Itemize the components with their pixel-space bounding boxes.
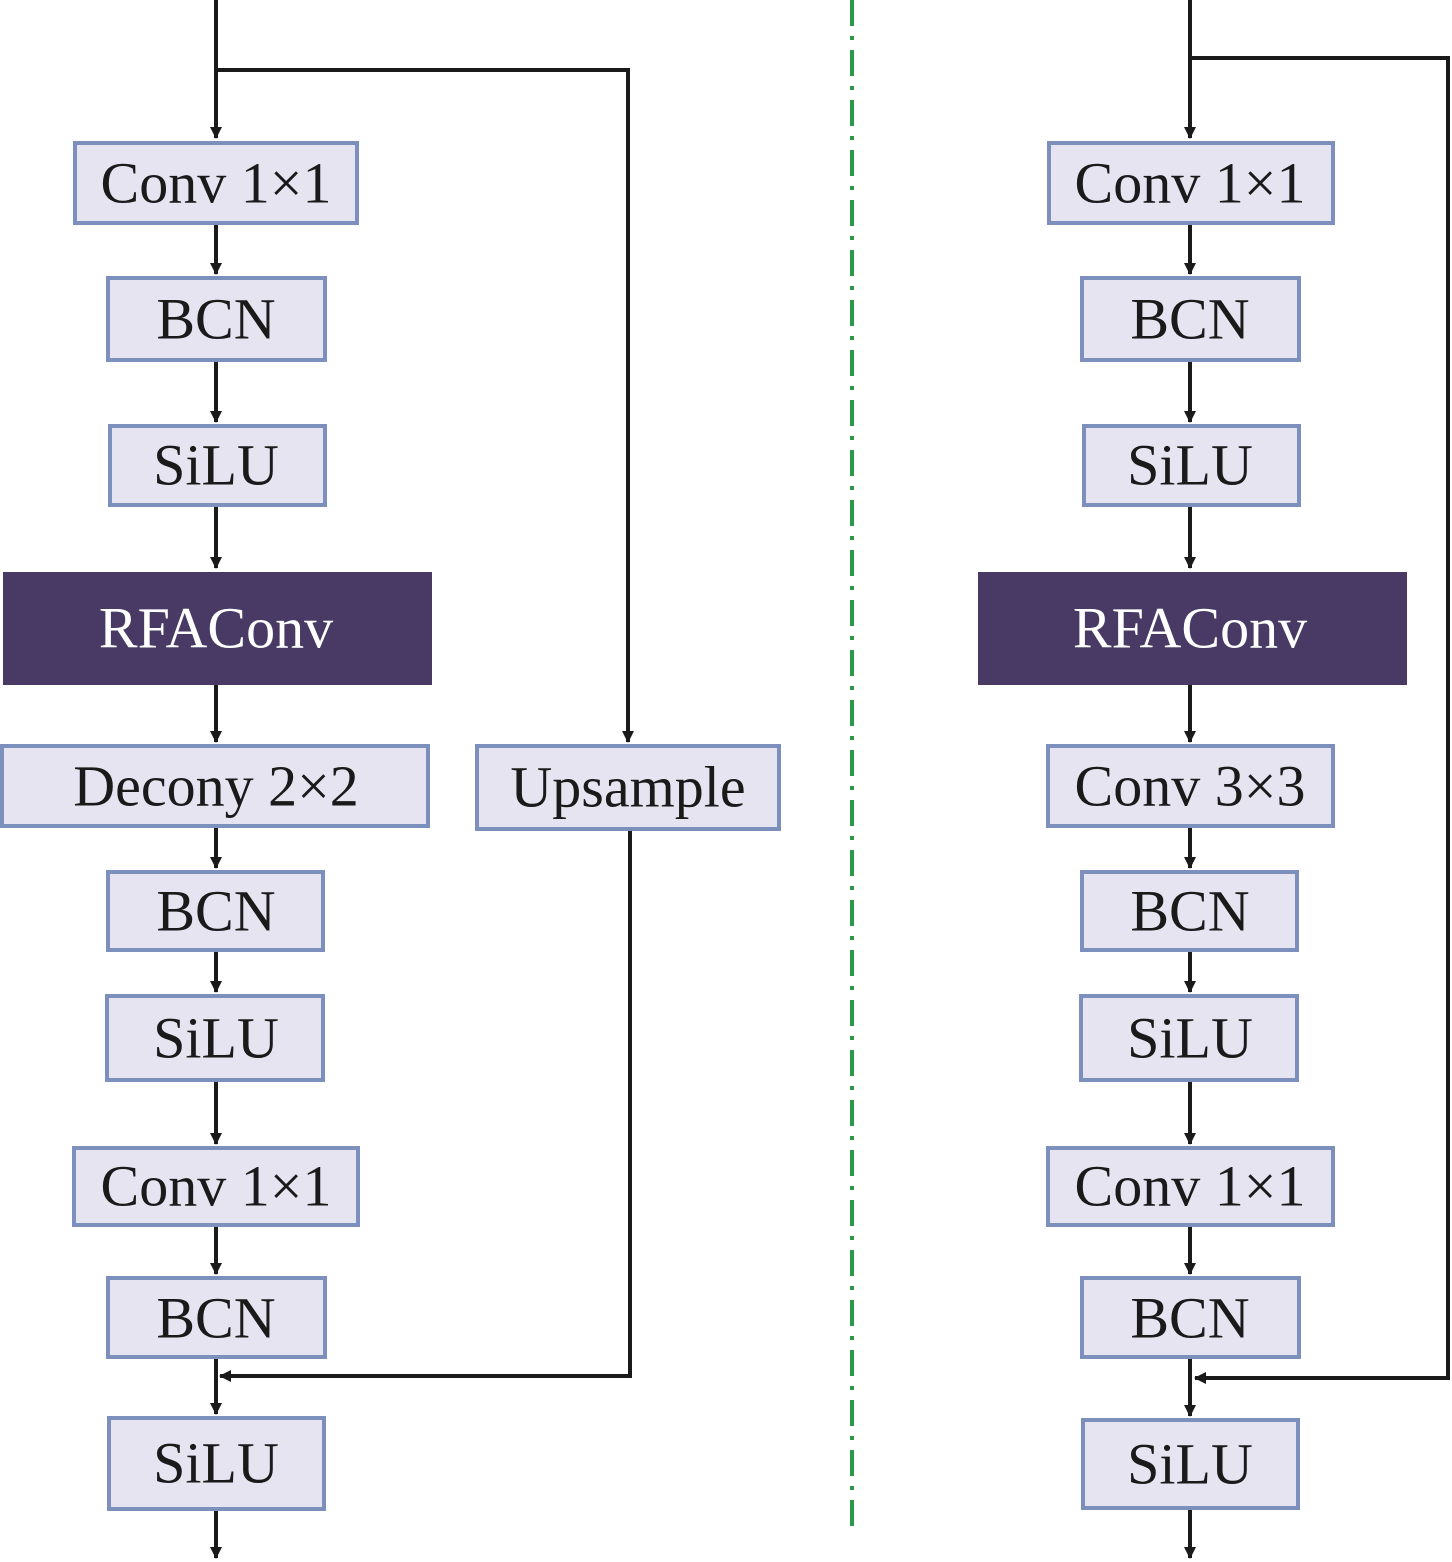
left-conv1-node: Conv 1×1 — [73, 141, 359, 225]
left-bcn3-node: BCN — [106, 1276, 327, 1359]
right-silu2-node: SiLU — [1079, 994, 1299, 1082]
right-conv2-node: Conv 1×1 — [1046, 1146, 1335, 1227]
right-nodes: Conv 1×1 BCN SiLU RFAConv Conv 3×3 BCN S… — [978, 141, 1407, 1510]
left-bcn3-label: BCN — [156, 1286, 275, 1351]
left-silu1-node: SiLU — [108, 424, 327, 507]
left-silu3-node: SiLU — [107, 1416, 326, 1511]
left-connectors — [210, 0, 634, 1559]
left-silu2-node: SiLU — [105, 994, 325, 1082]
left-upsample-label: Upsample — [510, 755, 745, 820]
left-conv2-label: Conv 1×1 — [101, 1154, 332, 1219]
left-skip-path — [216, 68, 634, 743]
right-conv3-node: Conv 3×3 — [1046, 744, 1335, 828]
left-nodes: Conv 1×1 BCN SiLU RFAConv Decony 2×2 Ups… — [0, 141, 781, 1511]
right-silu3-label: SiLU — [1127, 1432, 1253, 1497]
right-bcn3-node: BCN — [1080, 1276, 1301, 1359]
left-silu2-label: SiLU — [153, 1006, 279, 1071]
right-bcn2-node: BCN — [1080, 870, 1299, 952]
left-bcn2-node: BCN — [106, 870, 325, 952]
left-bcn2-label: BCN — [156, 879, 275, 944]
left-conv1-label: Conv 1×1 — [101, 151, 332, 216]
right-bcn1-label: BCN — [1130, 287, 1249, 352]
left-deconv-node: Decony 2×2 — [0, 744, 430, 828]
right-conv1-label: Conv 1×1 — [1075, 151, 1306, 216]
right-bcn3-label: BCN — [1130, 1286, 1249, 1351]
left-silu1-label: SiLU — [153, 433, 279, 498]
right-silu3-node: SiLU — [1081, 1418, 1300, 1510]
right-conv2-label: Conv 1×1 — [1075, 1154, 1306, 1219]
left-bcn1-label: BCN — [156, 287, 275, 352]
left-upsample-node: Upsample — [475, 744, 781, 831]
right-rfaconv-node: RFAConv — [978, 572, 1407, 685]
right-silu1-label: SiLU — [1127, 433, 1253, 498]
right-conv1-node: Conv 1×1 — [1047, 141, 1335, 225]
right-silu2-label: SiLU — [1127, 1006, 1253, 1071]
right-conv3-label: Conv 3×3 — [1075, 754, 1306, 819]
left-merge-path — [219, 828, 632, 1382]
right-connectors — [1184, 0, 1450, 1559]
right-skip-path — [1190, 56, 1450, 1384]
right-silu1-node: SiLU — [1082, 424, 1301, 507]
left-silu3-label: SiLU — [153, 1431, 279, 1496]
left-rfaconv-node: RFAConv — [3, 572, 432, 685]
right-bcn1-node: BCN — [1080, 276, 1301, 362]
left-deconv-label: Decony 2×2 — [73, 754, 359, 819]
left-rfaconv-label: RFAConv — [99, 596, 333, 661]
right-bcn2-label: BCN — [1130, 879, 1249, 944]
right-rfaconv-label: RFAConv — [1073, 596, 1307, 661]
left-conv2-node: Conv 1×1 — [72, 1146, 360, 1227]
left-bcn1-node: BCN — [106, 276, 327, 362]
